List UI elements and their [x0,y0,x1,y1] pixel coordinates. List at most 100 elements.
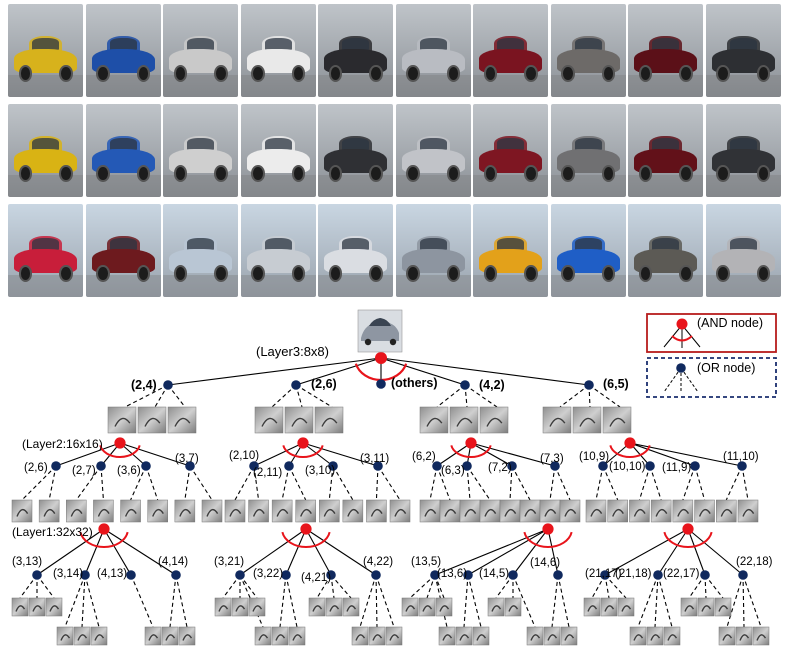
or-node [171,570,181,580]
or-edge [657,574,673,628]
or-edge [84,574,100,628]
or-edge [19,574,38,599]
part-patch [201,499,223,523]
or-node [700,570,710,580]
or-edge [332,465,354,501]
car-photo [395,204,471,297]
or-node [508,570,518,580]
layer2-child-label: (2,7) [72,465,96,477]
or-node [284,461,294,471]
layer2-child-label: (10,10) [609,461,646,473]
layer1-child-label: (14,5) [479,568,509,580]
part-patch [438,626,456,646]
car-photo [318,4,393,97]
or-edge [316,574,332,599]
layer2-child-label: (3,7) [175,453,199,465]
or-edge [509,465,513,501]
part-patch [418,597,436,617]
or-node [51,461,61,471]
or-edge [75,465,102,501]
or-node [690,461,700,471]
part-patch [559,499,581,523]
or-node [430,570,440,580]
or-edge [682,465,696,501]
and-edge [285,528,307,576]
layer1-child-label: (13,5) [411,556,441,568]
part-patch [90,626,108,646]
layer2-child-label: (2,10) [229,450,259,462]
or-edge [375,574,395,628]
car-photo [8,204,83,297]
car-photo [705,104,781,197]
part-patch [271,499,293,523]
part-patch [11,597,29,617]
car-photo [8,104,83,197]
car-photo [163,204,238,297]
or-edge [467,574,482,628]
part-patch [342,499,364,523]
or-edge [375,465,379,501]
car-photo [473,104,548,197]
part-patch [107,406,137,434]
car-photo [318,104,393,197]
part-patch [161,626,179,646]
part-patch [28,597,46,617]
or-edge [377,465,401,501]
or-edge [375,574,378,628]
part-patch [737,499,759,523]
layer3-child-label: (2,6) [311,377,337,391]
car-photo [628,204,703,297]
and-node [98,523,110,535]
or-node [163,380,173,390]
car-photo [8,4,83,97]
part-patch [479,406,509,434]
or-edge [253,465,260,501]
or-edge [463,574,469,628]
legend-or-label: (OR node) [697,361,755,375]
or-edge [741,465,749,501]
part-patch [718,626,736,646]
layer3-child-label: (4,2) [479,378,505,392]
part-patch [435,597,453,617]
part-patch [600,597,618,617]
or-edge [654,574,659,628]
part-patch [178,626,196,646]
layer1-child-label: (21,17) [585,568,622,580]
or-edge [434,574,448,628]
layer3-child-label: (2,4) [131,378,157,392]
part-patch [542,406,572,434]
car-photo [163,104,238,197]
part-patch [295,499,316,523]
or-node [507,461,517,471]
layer1-child-label: (13,6) [437,568,467,580]
layer2-child-label: (6,3) [441,465,465,477]
part-patch [459,499,481,523]
part-patch [401,597,419,617]
or-edge [130,574,154,628]
layer1-child-label: (3,22) [253,568,283,580]
layer1-label: (Layer1:32x32) [12,525,93,539]
or-edge [649,465,662,501]
or-node [80,570,90,580]
part-patch [572,406,602,434]
and-arc [79,531,129,548]
or-edge [100,465,104,501]
car-photo [85,204,161,297]
layer2-child-label: (3,6) [117,465,141,477]
layer2-child-label: (3,10) [305,465,335,477]
layer2-child-label: (7,3) [540,453,564,465]
part-patch [45,597,63,617]
and-edge [470,442,556,467]
layer1-child-label: (14,6) [530,557,560,569]
part-patch [583,597,601,617]
or-edge [551,574,559,628]
and-node [682,523,694,535]
part-patch [167,406,197,434]
part-patches [11,406,770,646]
or-edge [559,384,590,408]
root-edge [295,357,382,386]
legend: (AND node) (OR node) [646,313,777,398]
or-node [598,461,608,471]
car-photo [85,4,161,97]
